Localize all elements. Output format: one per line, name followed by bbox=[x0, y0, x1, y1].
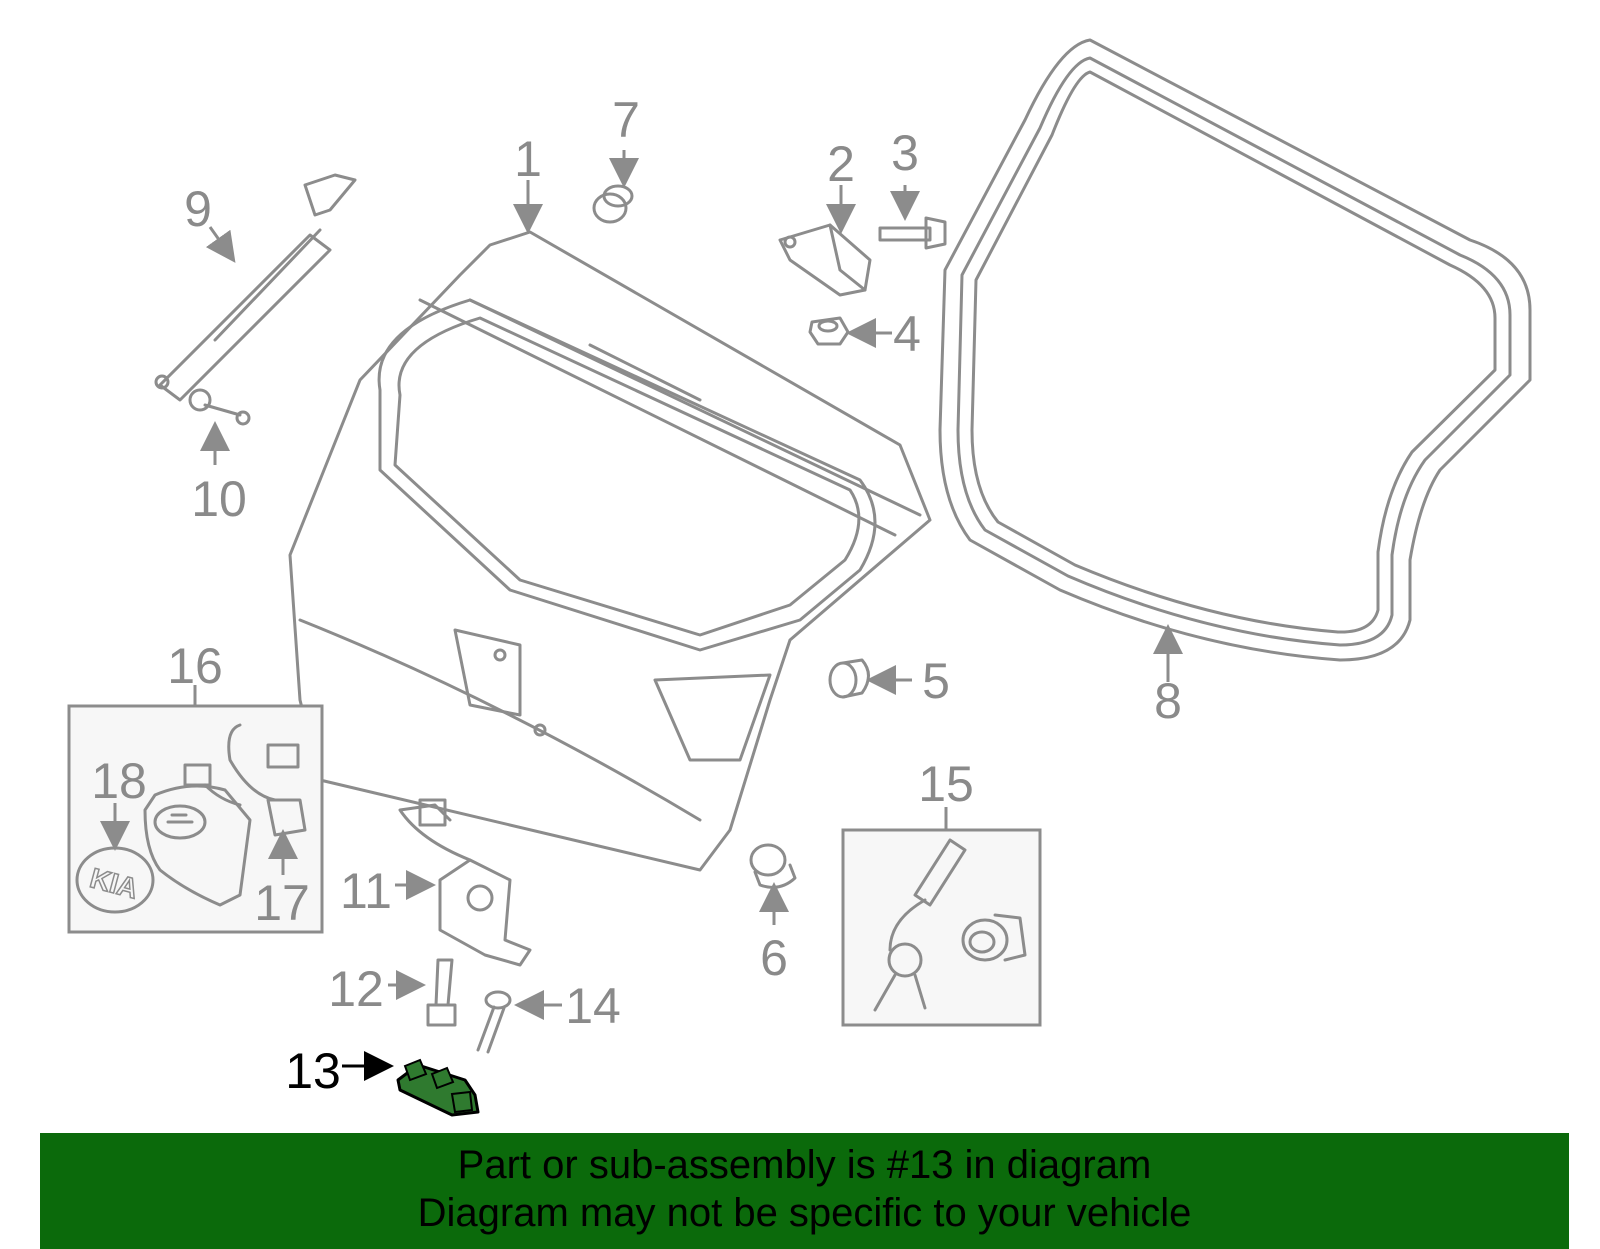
weatherstrip-part[interactable] bbox=[938, 38, 1532, 662]
ball-stud-part[interactable] bbox=[188, 388, 251, 426]
callout-3: 3 bbox=[891, 125, 919, 181]
bumper-stop-part[interactable] bbox=[592, 184, 634, 224]
callout-17: 17 bbox=[254, 875, 310, 931]
banner-line-2: Diagram may not be specific to your vehi… bbox=[417, 1191, 1192, 1235]
callout-7: 7 bbox=[612, 92, 640, 148]
callout-9: 9 bbox=[184, 181, 212, 237]
leader-lines bbox=[100, 150, 1183, 1081]
switch-part[interactable] bbox=[183, 723, 307, 837]
nut-part[interactable] bbox=[808, 316, 850, 346]
gas-strut-part[interactable] bbox=[154, 173, 357, 402]
callout-12: 12 bbox=[328, 961, 384, 1017]
callout-4: 4 bbox=[893, 306, 921, 362]
latch-part[interactable] bbox=[398, 798, 532, 967]
callout-1: 1 bbox=[514, 131, 542, 187]
callout-13: 13 bbox=[285, 1043, 341, 1099]
callout-11: 11 bbox=[340, 863, 392, 919]
cushion-part[interactable] bbox=[828, 658, 870, 699]
box-15 bbox=[841, 828, 1042, 1027]
callout-5: 5 bbox=[922, 653, 950, 709]
callout-10: 10 bbox=[191, 471, 247, 527]
latch-bolt-part[interactable] bbox=[426, 958, 457, 1027]
callout-16: 16 bbox=[167, 638, 223, 694]
key-lock-set-part[interactable] bbox=[873, 838, 1027, 1012]
callout-6: 6 bbox=[760, 930, 788, 986]
callout-14: 14 bbox=[565, 978, 621, 1034]
hinge-part[interactable] bbox=[778, 223, 872, 297]
info-banner: Part or sub-assembly is #13 in diagram D… bbox=[40, 1133, 1569, 1249]
callout-8: 8 bbox=[1154, 673, 1182, 729]
hinge-bolt-part[interactable] bbox=[878, 216, 947, 250]
screw-part[interactable] bbox=[476, 990, 512, 1054]
callout-2: 2 bbox=[827, 136, 855, 192]
license-lamp-part[interactable] bbox=[396, 1058, 480, 1117]
box-16: KIA bbox=[67, 704, 324, 934]
tailgate-part[interactable] bbox=[288, 230, 932, 872]
grommet-part[interactable] bbox=[749, 843, 797, 889]
callout-18: 18 bbox=[91, 753, 147, 809]
banner-line-1: Part or sub-assembly is #13 in diagram bbox=[457, 1143, 1152, 1187]
callout-15: 15 bbox=[918, 756, 974, 812]
